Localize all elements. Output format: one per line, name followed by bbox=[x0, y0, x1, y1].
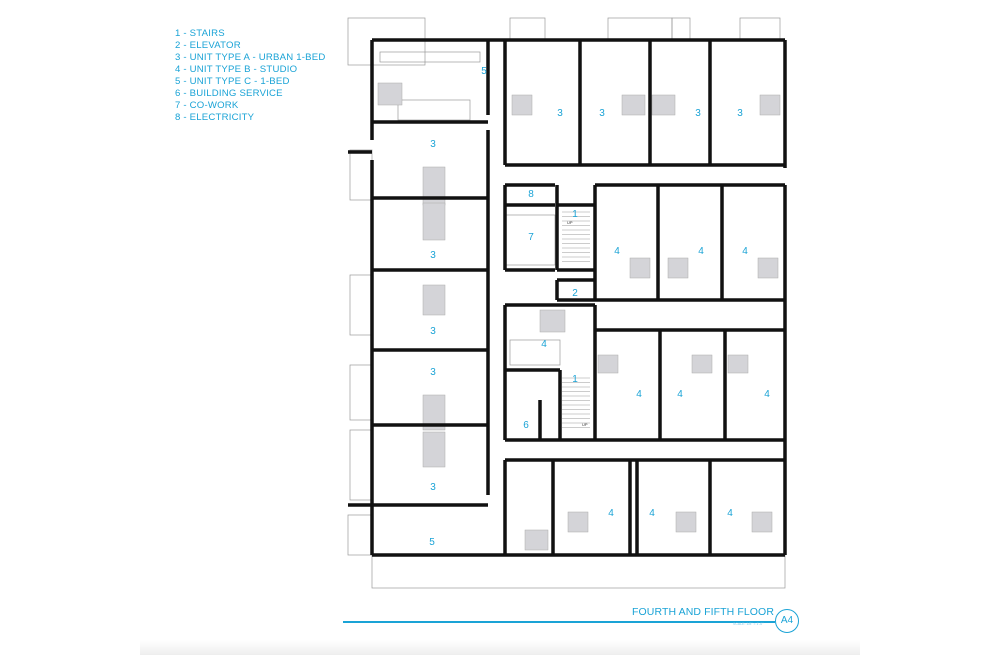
bed bbox=[629, 257, 651, 279]
bed bbox=[422, 431, 446, 468]
bed bbox=[727, 354, 749, 374]
room-label: 3 bbox=[695, 108, 701, 119]
legend-item: 6 - BUILDING SERVICE bbox=[175, 88, 283, 99]
outline bbox=[671, 17, 691, 41]
room-label: 4 bbox=[649, 508, 655, 519]
bed bbox=[524, 529, 549, 551]
outline bbox=[349, 364, 373, 421]
legend: 1 - STAIRS 2 - ELEVATOR 3 - UNIT TYPE A … bbox=[175, 28, 325, 124]
bed bbox=[621, 94, 646, 116]
furniture bbox=[377, 82, 781, 551]
room-label: 4 bbox=[677, 389, 683, 400]
room-label: 4 bbox=[727, 508, 733, 519]
bed bbox=[422, 202, 446, 241]
room-label: 3 bbox=[430, 139, 436, 150]
room-label: 5 bbox=[481, 66, 487, 77]
outline bbox=[371, 554, 786, 589]
bed bbox=[539, 309, 566, 333]
room-label: 2 bbox=[572, 288, 578, 299]
bed bbox=[377, 82, 403, 106]
outline bbox=[379, 51, 481, 63]
room-label: 3 bbox=[737, 108, 743, 119]
room-label: 7 bbox=[528, 232, 534, 243]
legend-item: 8 - ELECTRICITY bbox=[175, 112, 255, 123]
bed bbox=[651, 94, 676, 116]
outline bbox=[349, 149, 373, 201]
room-label: 6 bbox=[523, 420, 529, 431]
balconies-and-fixtures bbox=[347, 17, 786, 589]
bed bbox=[757, 257, 779, 279]
legend-item: 7 - CO-WORK bbox=[175, 100, 239, 111]
sheet-number-badge: A4 bbox=[775, 609, 799, 633]
bed bbox=[667, 257, 689, 279]
drawing-title: FOURTH AND FIFTH FLOOR bbox=[632, 606, 775, 618]
legend-item: 1 - STAIRS bbox=[175, 28, 225, 39]
room-label: 4 bbox=[742, 246, 748, 257]
bed bbox=[567, 511, 589, 533]
bed bbox=[511, 94, 533, 116]
bed bbox=[759, 94, 781, 116]
room-label: 1 bbox=[572, 209, 578, 220]
outline bbox=[349, 274, 373, 336]
bed bbox=[597, 354, 619, 374]
legend-item: 4 - UNIT TYPE B - STUDIO bbox=[175, 64, 298, 75]
room-labels: 5 3 3 3 3 3 3 3 3 3 8 1 7 2 4 4 4 4 1 6 … bbox=[429, 66, 770, 548]
room-label: 8 bbox=[528, 189, 534, 200]
outline bbox=[607, 17, 673, 41]
outline bbox=[739, 17, 781, 41]
room-label: 3 bbox=[599, 108, 605, 119]
room-label: 4 bbox=[614, 246, 620, 257]
room-label: 4 bbox=[698, 246, 704, 257]
stair-up-label: UP bbox=[582, 422, 588, 427]
room-label: 4 bbox=[608, 508, 614, 519]
outline bbox=[397, 99, 471, 121]
sheet-shadow bbox=[140, 640, 860, 655]
outline bbox=[509, 339, 561, 366]
room-label: 3 bbox=[430, 326, 436, 337]
title-rule bbox=[343, 621, 775, 623]
bed bbox=[751, 511, 773, 533]
room-label: 4 bbox=[764, 389, 770, 400]
bed bbox=[675, 511, 697, 533]
room-label: 1 bbox=[572, 374, 578, 385]
drawing-scale: SCALE: 1/8" = 1'-0" bbox=[733, 622, 764, 626]
room-label: 3 bbox=[430, 482, 436, 493]
bed bbox=[422, 394, 446, 431]
bed bbox=[422, 284, 446, 316]
legend-item: 5 - UNIT TYPE C - 1-BED bbox=[175, 76, 290, 87]
legend-item: 3 - UNIT TYPE A - URBAN 1-BED bbox=[175, 52, 326, 63]
legend-item: 2 - ELEVATOR bbox=[175, 40, 241, 51]
room-label: 5 bbox=[429, 537, 435, 548]
bed bbox=[691, 354, 713, 374]
room-label: 3 bbox=[430, 367, 436, 378]
outline bbox=[509, 17, 546, 41]
room-label: 4 bbox=[541, 339, 547, 350]
room-label: 3 bbox=[557, 108, 563, 119]
outline bbox=[349, 429, 373, 501]
drawing-sheet bbox=[140, 0, 860, 655]
room-label: 4 bbox=[636, 389, 642, 400]
walls bbox=[348, 38, 787, 557]
stair-up-label: UP bbox=[567, 220, 573, 225]
room-label: 3 bbox=[430, 250, 436, 261]
outline bbox=[347, 514, 373, 556]
